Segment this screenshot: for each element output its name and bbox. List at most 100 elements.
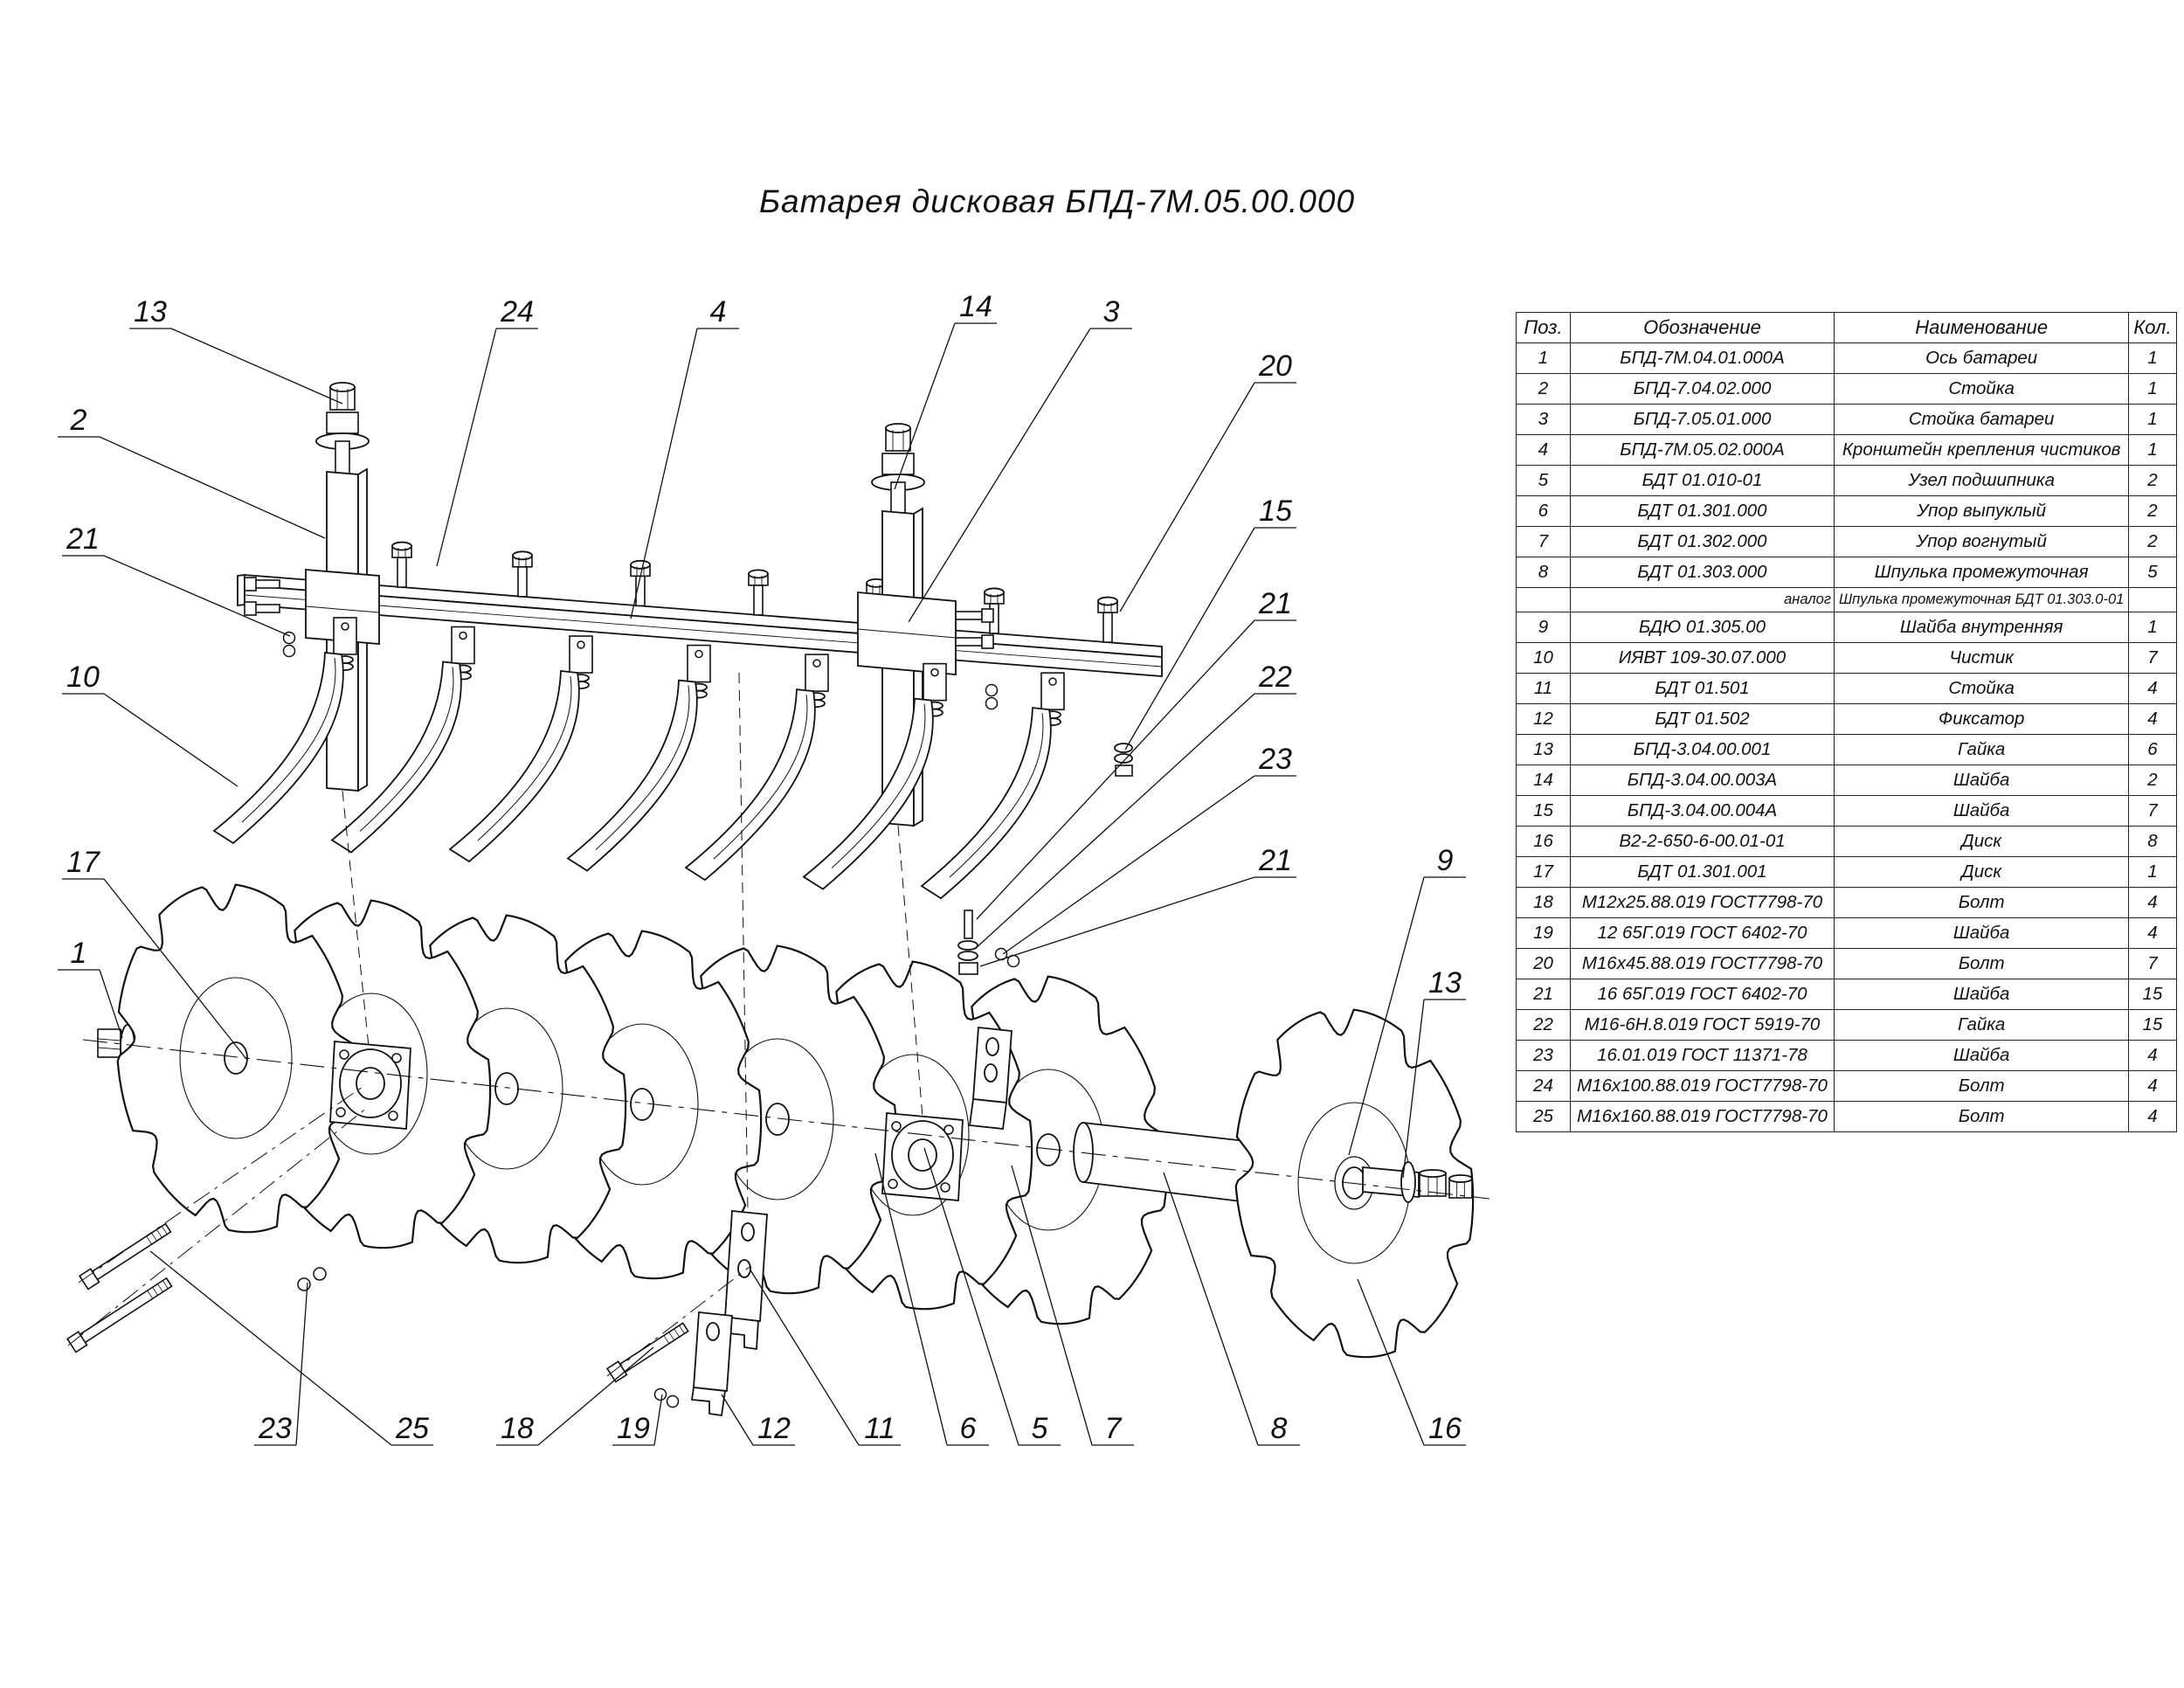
cell-designation: 12 65Г.019 ГОСТ 6402-70 — [1570, 917, 1835, 949]
cell-designation: БДТ 01.301.001 — [1570, 856, 1835, 888]
scraper-blade — [684, 688, 816, 882]
cell-name: Шпулька промежуточная — [1833, 557, 2130, 588]
table-row: 6 БДТ 01.301.000 Упор выпуклый 2 — [1516, 495, 2177, 527]
cell-qty: 1 — [2128, 856, 2177, 888]
callout-21: 21 — [66, 522, 100, 556]
bolt — [605, 1322, 689, 1383]
hardware — [66, 910, 1020, 1417]
table-row: 5 БДТ 01.010-01 Узел подшипника 2 — [1516, 465, 2177, 496]
cell-name: Шайба — [1833, 764, 2130, 796]
cell-name: Стойка — [1833, 673, 2130, 704]
fixator — [728, 1316, 759, 1351]
cell-pos: 5 — [1516, 465, 1571, 496]
cell-qty: 15 — [2128, 979, 2177, 1010]
fixator — [690, 1387, 727, 1417]
cell-pos — [1516, 587, 1571, 612]
table-row: 25 М16х160.88.019 ГОСТ7798-70 Болт 4 — [1516, 1101, 2177, 1132]
table-row: аналог Шпулька промежуточная БДТ 01.303.… — [1516, 587, 2177, 612]
cell-qty: 7 — [2128, 642, 2177, 674]
callout-leader — [976, 619, 1255, 920]
table-row: 21 16 65Г.019 ГОСТ 6402-70 Шайба 15 — [1516, 979, 2177, 1010]
cell-pos: 14 — [1516, 764, 1571, 796]
drawing-title: Батарея дисковая БПД-7М.05.00.000 — [758, 183, 1356, 219]
callout-4: 4 — [710, 295, 727, 329]
scraper-blade — [566, 679, 698, 872]
callout-5: 5 — [1032, 1412, 1048, 1445]
right-end-assembly — [1073, 1008, 1475, 1359]
table-row: 11 БДТ 01.501 Стойка 4 — [1516, 673, 2177, 704]
cell-qty: 15 — [2128, 1009, 2177, 1041]
callout-leader — [749, 1268, 860, 1446]
cell-name: Шайба внутренняя — [1833, 612, 2130, 643]
cell-designation: БДТ 01.303.000 — [1570, 557, 1835, 588]
callout-9: 9 — [1437, 844, 1454, 877]
cell-qty: 2 — [2128, 465, 2177, 496]
cell-designation: М16х45.88.019 ГОСТ7798-70 — [1570, 948, 1835, 979]
cell-qty: 4 — [2128, 673, 2177, 704]
table-row: 15 БПД-3.04.00.004А Шайба 7 — [1516, 795, 2177, 827]
callout-leader — [1402, 999, 1425, 1179]
callout-13: 13 — [134, 295, 167, 329]
cell-designation: М12х25.88.019 ГОСТ7798-70 — [1570, 887, 1835, 918]
cell-name: Болт — [1833, 887, 2130, 918]
cell-qty: 4 — [2128, 887, 2177, 918]
callout-leader — [974, 693, 1255, 950]
cell-pos: 7 — [1516, 526, 1571, 557]
cell-name: Узел подшипника — [1833, 465, 2130, 496]
table-row: 1 БПД-7М.04.01.000А Ось батареи 1 — [1516, 342, 2177, 374]
callout-leader — [149, 1250, 392, 1446]
cell-qty: 7 — [2128, 795, 2177, 827]
callout-leader — [103, 693, 238, 787]
cell-name: Шайба — [1833, 795, 2130, 827]
callout-20: 20 — [1258, 349, 1292, 383]
cell-pos: 8 — [1516, 557, 1571, 588]
callout-22: 22 — [1258, 661, 1292, 694]
callout-leader — [979, 876, 1255, 967]
callout-7: 7 — [1105, 1412, 1123, 1445]
callout-leader — [721, 1394, 754, 1446]
cell-qty: 5 — [2128, 557, 2177, 588]
cell-name: Болт — [1833, 948, 2130, 979]
callout-leader — [537, 1346, 654, 1446]
cell-designation: БДЮ 01.305.00 — [1570, 612, 1835, 643]
callout-24: 24 — [500, 295, 534, 329]
parts-table: Поз. Обозначение Наименование Кол. 1 БПД… — [1516, 312, 2177, 1132]
cell-pos: 11 — [1516, 673, 1571, 704]
table-row: 13 БПД-3.04.00.001 Гайка 6 — [1516, 734, 2177, 765]
scraper-bracket — [451, 626, 475, 665]
col-header-designation: Обозначение — [1570, 312, 1835, 343]
cell-pos: 3 — [1516, 404, 1571, 435]
cell-pos: 22 — [1516, 1009, 1571, 1041]
cell-qty: 4 — [2128, 1070, 2177, 1102]
cell-qty: 4 — [2128, 1040, 2177, 1071]
cell-pos: 17 — [1516, 856, 1571, 888]
cell-pos: 20 — [1516, 948, 1571, 979]
parts-table-header: Поз. Обозначение Наименование Кол. — [1516, 312, 2177, 343]
cell-pos: 2 — [1516, 373, 1571, 405]
cell-name: Чистик — [1833, 642, 2130, 674]
callout-1: 1 — [71, 937, 87, 970]
cell-pos: 12 — [1516, 703, 1571, 735]
cell-pos: 21 — [1516, 979, 1571, 1010]
centerlines — [67, 672, 1490, 1377]
table-row: 20 М16х45.88.019 ГОСТ7798-70 Болт 7 — [1516, 948, 2177, 979]
col-header-name: Наименование — [1833, 312, 2130, 343]
cell-designation: БДТ 01.502 — [1570, 703, 1835, 735]
bolt — [66, 1276, 173, 1353]
callout-21: 21 — [1258, 844, 1292, 877]
callout-11: 11 — [864, 1412, 895, 1445]
callout-3: 3 — [1103, 295, 1120, 329]
callout-18: 18 — [501, 1412, 534, 1445]
upper-frame — [237, 382, 1163, 827]
cell-pos: 9 — [1516, 612, 1571, 643]
cell-name: Шайба — [1833, 979, 2130, 1010]
cell-pos: 6 — [1516, 495, 1571, 527]
cell-pos: 23 — [1516, 1040, 1571, 1071]
cell-name: Стойка батареи — [1833, 404, 2130, 435]
table-row: 24 М16х100.88.019 ГОСТ7798-70 Болт 4 — [1516, 1070, 2177, 1102]
cell-qty: 1 — [2128, 404, 2177, 435]
callout-23: 23 — [1258, 743, 1292, 776]
callout-leader — [1163, 1172, 1259, 1446]
cell-qty: 2 — [2128, 526, 2177, 557]
